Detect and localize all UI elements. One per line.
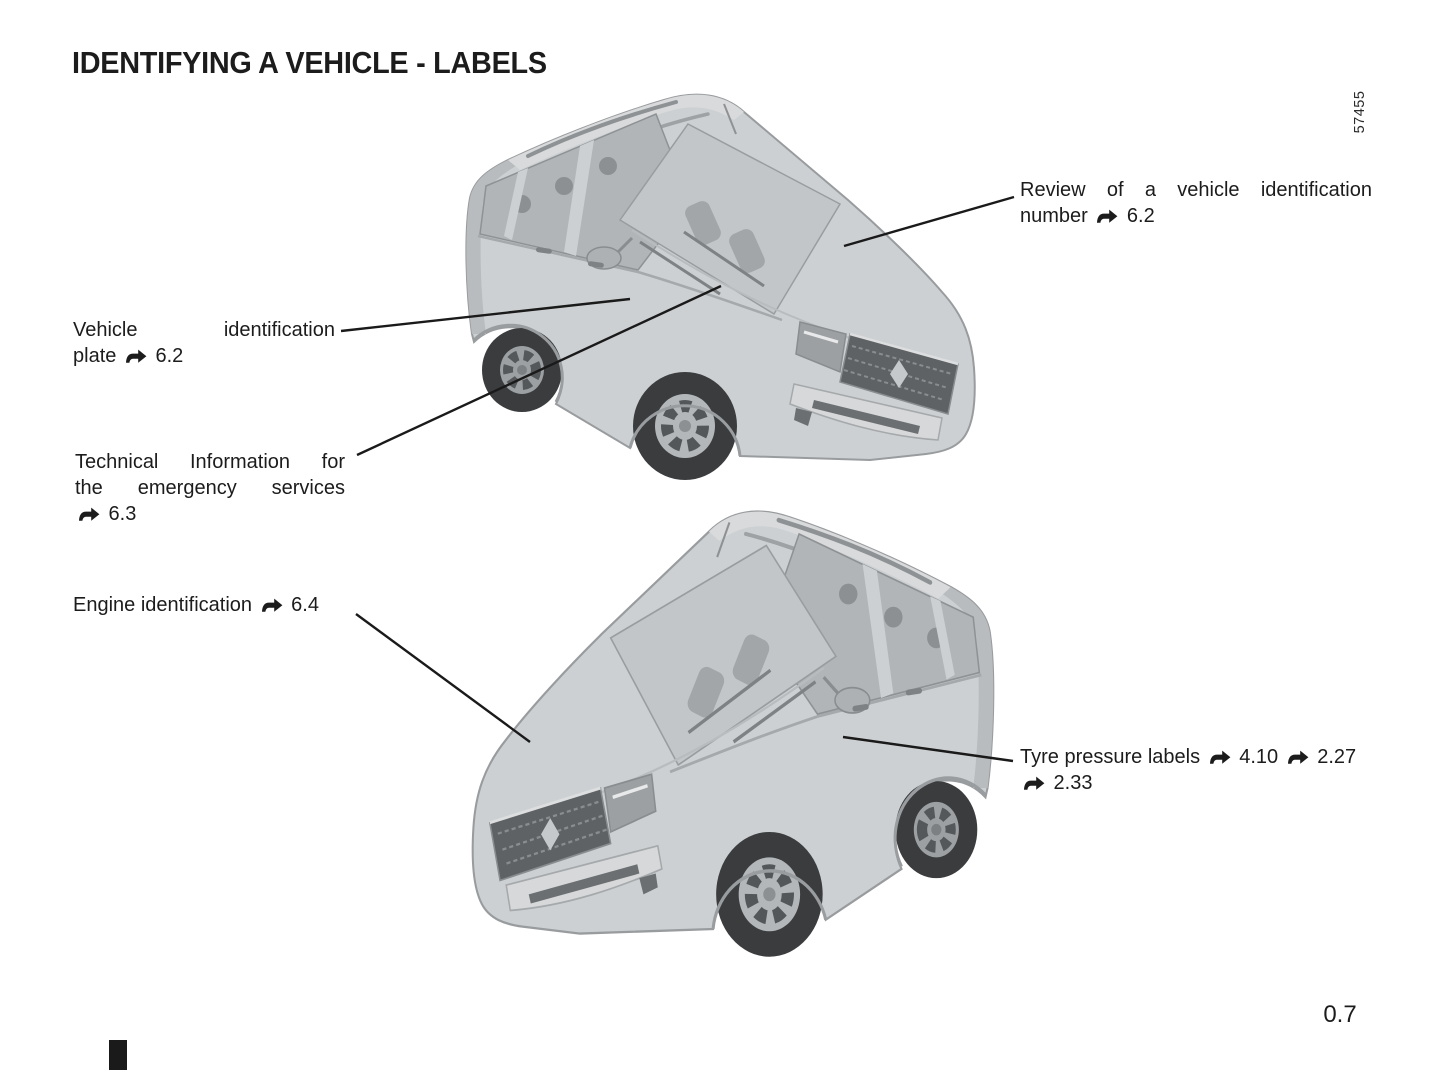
page-number: 0.7	[1323, 1001, 1357, 1028]
callout-line-text: Review of a vehicle identification	[1020, 179, 1372, 201]
callout-line-text: 2.33	[1020, 770, 1376, 796]
vehicle-top-illustration	[452, 82, 992, 482]
reference-arrow-icon	[1097, 209, 1118, 223]
vehicle-bottom-illustration	[455, 497, 1008, 959]
figure-number: 57455	[1352, 90, 1368, 134]
callout-tech-info: Technical Information for the emergency s…	[75, 449, 345, 527]
callout-line-text: Engine identification 6.4	[73, 594, 319, 616]
van-body	[466, 95, 974, 480]
callout-line-text: the emergency services	[75, 477, 345, 499]
reference-arrow-icon	[79, 507, 100, 521]
van-body-mirrored	[473, 512, 994, 957]
page-title: IDENTIFYING A VEHICLE - LABELS	[72, 44, 547, 80]
callout-vin-review: Review of a vehicle identification number…	[1020, 177, 1372, 229]
callout-engine: Engine identification 6.4	[73, 592, 403, 618]
reference-arrow-icon	[1209, 750, 1231, 764]
callout-line-text: plate 6.2	[73, 345, 184, 367]
callout-line-text: number 6.2	[1020, 205, 1155, 227]
callout-line-text: Technical Information for	[75, 451, 345, 473]
reference-arrow-icon	[1024, 776, 1045, 790]
callout-tyre: Tyre pressure labels 4.10 2.27 2.33	[1020, 744, 1376, 796]
callout-line-text: 6.3	[75, 501, 345, 527]
reference-arrow-icon	[261, 598, 282, 612]
reference-arrow-icon	[1287, 750, 1309, 764]
callout-vin-plate: Vehicle identification plate 6.2	[73, 317, 335, 369]
callout-line-text: Tyre pressure labels 4.10 2.27	[1020, 746, 1357, 768]
callout-line-text: Vehicle identification	[73, 319, 335, 341]
reference-arrow-icon	[125, 349, 147, 363]
section-tab-marker	[109, 1040, 127, 1070]
